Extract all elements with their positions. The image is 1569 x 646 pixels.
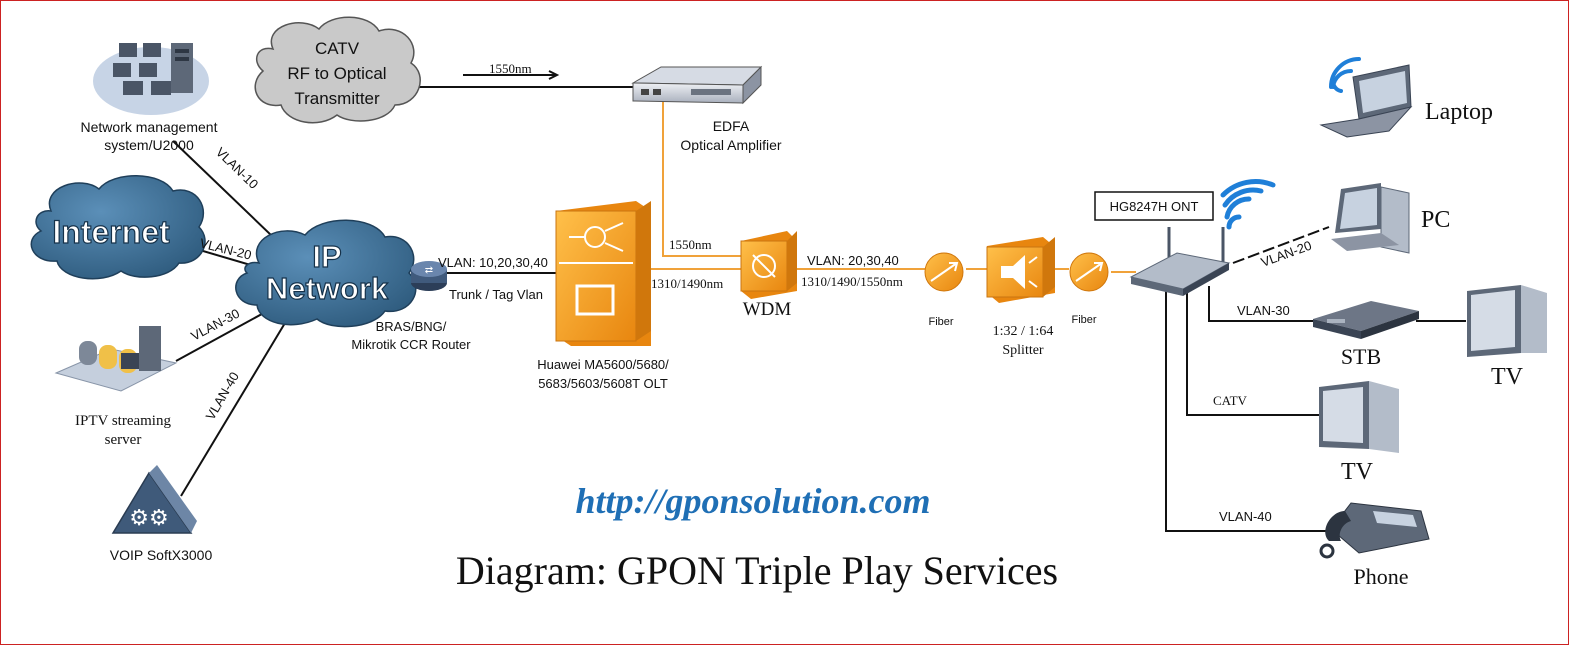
fiber-connector-left-icon [924,252,964,292]
internet-label: Internet [52,214,170,250]
nms-label-1: Network management [81,119,218,135]
black-links [172,70,1466,532]
ip-network-label-2: Network [266,271,389,306]
iptv-label-2: server [105,432,142,448]
label-trunk: Trunk / Tag Vlan [449,287,543,302]
label-vlan30-right: VLAN-30 [1237,303,1290,318]
fiber-links [651,101,1136,273]
ont-icon [1129,227,1231,296]
label-vlan30-left: VLAN-30 [188,306,242,344]
iptv-server-icon [54,326,178,392]
ont-label: HG8247H ONT [1110,199,1199,214]
splitter-label-2: Splitter [1002,343,1044,358]
label-vlan40-left: VLAN-40 [203,369,242,422]
gear-icon: ⚙⚙ [129,505,168,530]
catv-label-3: Transmitter [294,89,380,108]
link-ont-catv-tv [1186,291,1321,416]
phone-label: Phone [1354,564,1409,589]
catv-cloud-icon [254,16,421,124]
diagram-title: Diagram: GPON Triple Play Services [456,548,1058,593]
svg-text:⇄: ⇄ [425,265,433,276]
nms-icon [93,43,209,115]
ip-network-label-1: IP [312,239,341,274]
pc-label: PC [1421,207,1450,233]
internet-cloud-icon [30,175,206,280]
label-router-vlans: VLAN: 10,20,30,40 [438,255,548,270]
fiber-right-label: Fiber [1071,314,1096,326]
pc-icon [1331,183,1410,254]
nms-label-2: system/U2000 [104,137,194,153]
stb-label: STB [1341,344,1381,369]
link-ont-stb [1208,286,1313,322]
edfa-label-1: EDFA [713,118,750,134]
link-iptv-ip [175,308,272,362]
fiber-edfa-wdm [662,101,741,257]
label-edfa-1550: 1550nm [669,237,712,252]
router-label-2: Mikrotik CCR Router [351,337,471,352]
link-ont-phone [1165,291,1326,532]
link-ont-pc [1232,226,1330,264]
tv-catv-icon [1319,381,1399,453]
catv-label-1: CATV [315,39,360,58]
catv-label-2: RF to Optical [287,64,386,83]
wdm-label: WDM [743,299,792,320]
router-label-1: BRAS/BNG/ [376,319,447,334]
voip-label: VOIP SoftX3000 [110,547,213,563]
olt-icon [555,201,651,346]
router-icon: ⇄ [411,261,447,291]
label-catv-right: CATV [1213,393,1248,408]
label-vlan40-right: VLAN-40 [1219,509,1272,524]
phone-icon [1319,502,1430,559]
arrow-1550-head [548,70,560,80]
laptop-label: Laptop [1425,99,1493,125]
ip-network-cloud-icon [235,219,417,328]
label-olt-wl: 1310/1490nm [651,276,723,291]
site-url: http://gponsolution.com [575,481,930,521]
edfa-label-2: Optical Amplifier [680,137,781,153]
tv-stb-icon [1467,285,1547,357]
link-voip-ip [180,312,292,497]
wifi-signal-icon [1220,179,1276,230]
fiber-left-label: Fiber [928,316,953,328]
laptop-icon [1319,57,1413,138]
olt-label-2: 5683/5603/5608T OLT [538,376,668,391]
olt-label-1: Huawei MA5600/5680/ [537,357,669,372]
stb-icon [1313,301,1419,339]
splitter-icon [986,237,1055,303]
label-vlan10: VLAN-10 [213,144,261,191]
iptv-label-1: IPTV streaming [75,413,171,429]
label-catv-1550: 1550nm [489,61,532,76]
edfa-icon [631,65,763,105]
fiber-connector-right-icon [1069,252,1109,292]
tv-catv-label: TV [1341,459,1374,485]
tv-stb-label: TV [1491,364,1524,390]
ont-label-box [1094,191,1214,221]
wdm-icon [740,231,797,299]
voip-softx-icon: ⚙⚙ [111,465,197,534]
label-wdm-vlans: VLAN: 20,30,40 [807,253,899,268]
splitter-label-1: 1:32 / 1:64 [993,324,1054,339]
label-wdm-wl: 1310/1490/1550nm [801,274,903,289]
